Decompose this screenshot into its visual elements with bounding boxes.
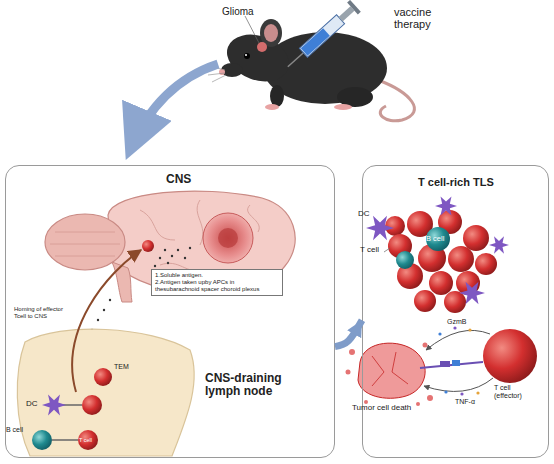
- tls-cluster: [366, 196, 509, 313]
- panel-title: CNS: [166, 173, 191, 187]
- annotation-label: T cell (effector): [494, 384, 538, 399]
- note-text: 1.Soluble antigen.: [155, 272, 279, 279]
- mouse-eye: [244, 53, 250, 59]
- dendritic-cell: [435, 196, 457, 215]
- annotation-label: GzmB: [447, 318, 466, 326]
- tumor-cracks: [372, 352, 408, 386]
- annotation-label: DC: [358, 210, 370, 219]
- tumor-mass: [203, 213, 253, 263]
- lymph-node: [17, 329, 194, 456]
- homing-arrow: [72, 250, 141, 392]
- tnf-arrow: [424, 378, 493, 391]
- mouse-leg: [337, 87, 373, 107]
- annotation-label: Homing of effector Tcell to CNS: [14, 306, 64, 319]
- syringe-needle: [288, 53, 304, 67]
- receptor-bridge: [420, 362, 483, 368]
- syringe-liquid: [301, 28, 330, 56]
- mouse-ear-inner: [264, 24, 278, 42]
- mouse-foot: [265, 104, 279, 110]
- b-cell-symbol: [426, 227, 450, 251]
- dendritic-cell: [489, 236, 509, 253]
- granules: [438, 326, 479, 395]
- annotation-label: T cell: [360, 246, 379, 255]
- dendritic-cell: [42, 395, 66, 416]
- syringe-barrel: [299, 15, 344, 57]
- annotation-label: vaccine therapy: [394, 6, 440, 30]
- brain-folds: [140, 200, 259, 271]
- dying-tumor-cell: [358, 343, 425, 398]
- annotation-label: Glioma: [222, 6, 254, 17]
- t-cell-symbol: [142, 240, 154, 252]
- flow-arrow: [130, 64, 218, 150]
- t-cell-symbol: [78, 430, 98, 450]
- syringe-cap: [347, 0, 361, 15]
- tumor-killing-illustration: [346, 326, 538, 406]
- mouse-leg: [270, 85, 284, 107]
- glioma-spot: [257, 42, 267, 52]
- receptor-symbol: [440, 361, 450, 367]
- annotation-label: Tumor cell death: [352, 404, 411, 413]
- annotation-label: B cell: [6, 426, 23, 434]
- dendritic-cell: [366, 216, 394, 240]
- annotation-label: TNF-α: [455, 398, 475, 406]
- mouse-tail: [378, 80, 414, 121]
- tem-cell: [94, 368, 112, 386]
- annotation-label: CNS-draining lymph node: [205, 372, 297, 398]
- synapse-line: [52, 439, 78, 441]
- annotation-label: T cell: [79, 437, 92, 443]
- leader-line: [245, 16, 259, 43]
- effector-t-cell: [483, 329, 537, 383]
- b-cell-symbol: [396, 251, 414, 269]
- flow-arrow: [335, 320, 362, 346]
- brainstem: [112, 262, 132, 302]
- syringe-plunger: [339, 6, 355, 21]
- leader-line: [384, 248, 390, 252]
- annotation-label: B cell: [426, 235, 444, 243]
- gzmb-arrow: [426, 330, 490, 350]
- cerebellum: [45, 214, 125, 270]
- syringe-symbol: [282, 0, 360, 73]
- mouse-eye-glint: [245, 54, 247, 56]
- mouse-head: [220, 26, 295, 89]
- mouse-foot: [334, 104, 352, 110]
- dendritic-cell: [459, 282, 485, 305]
- tumor-fragments: [346, 343, 434, 407]
- panel-title: T cell-rich TLS: [418, 176, 494, 189]
- cerebellum-folds: [50, 232, 120, 256]
- annotation-label: TEM: [114, 363, 129, 371]
- note-box: 1.Soluble antigen.2.Antigen taken upby A…: [151, 269, 283, 296]
- annotation-label: DC: [26, 400, 38, 409]
- tumor-core: [218, 228, 238, 248]
- panel-box: T cell-rich TLS: [362, 165, 549, 458]
- receptor-symbol: [452, 360, 460, 366]
- mouse-illustration: [208, 16, 414, 121]
- t-cell-symbol: [82, 395, 102, 415]
- note-text: 2.Antigen taken upby APCs in thesubarach…: [155, 279, 279, 293]
- b-cell-symbol: [32, 430, 52, 450]
- lymph-node-illustration: [17, 329, 194, 456]
